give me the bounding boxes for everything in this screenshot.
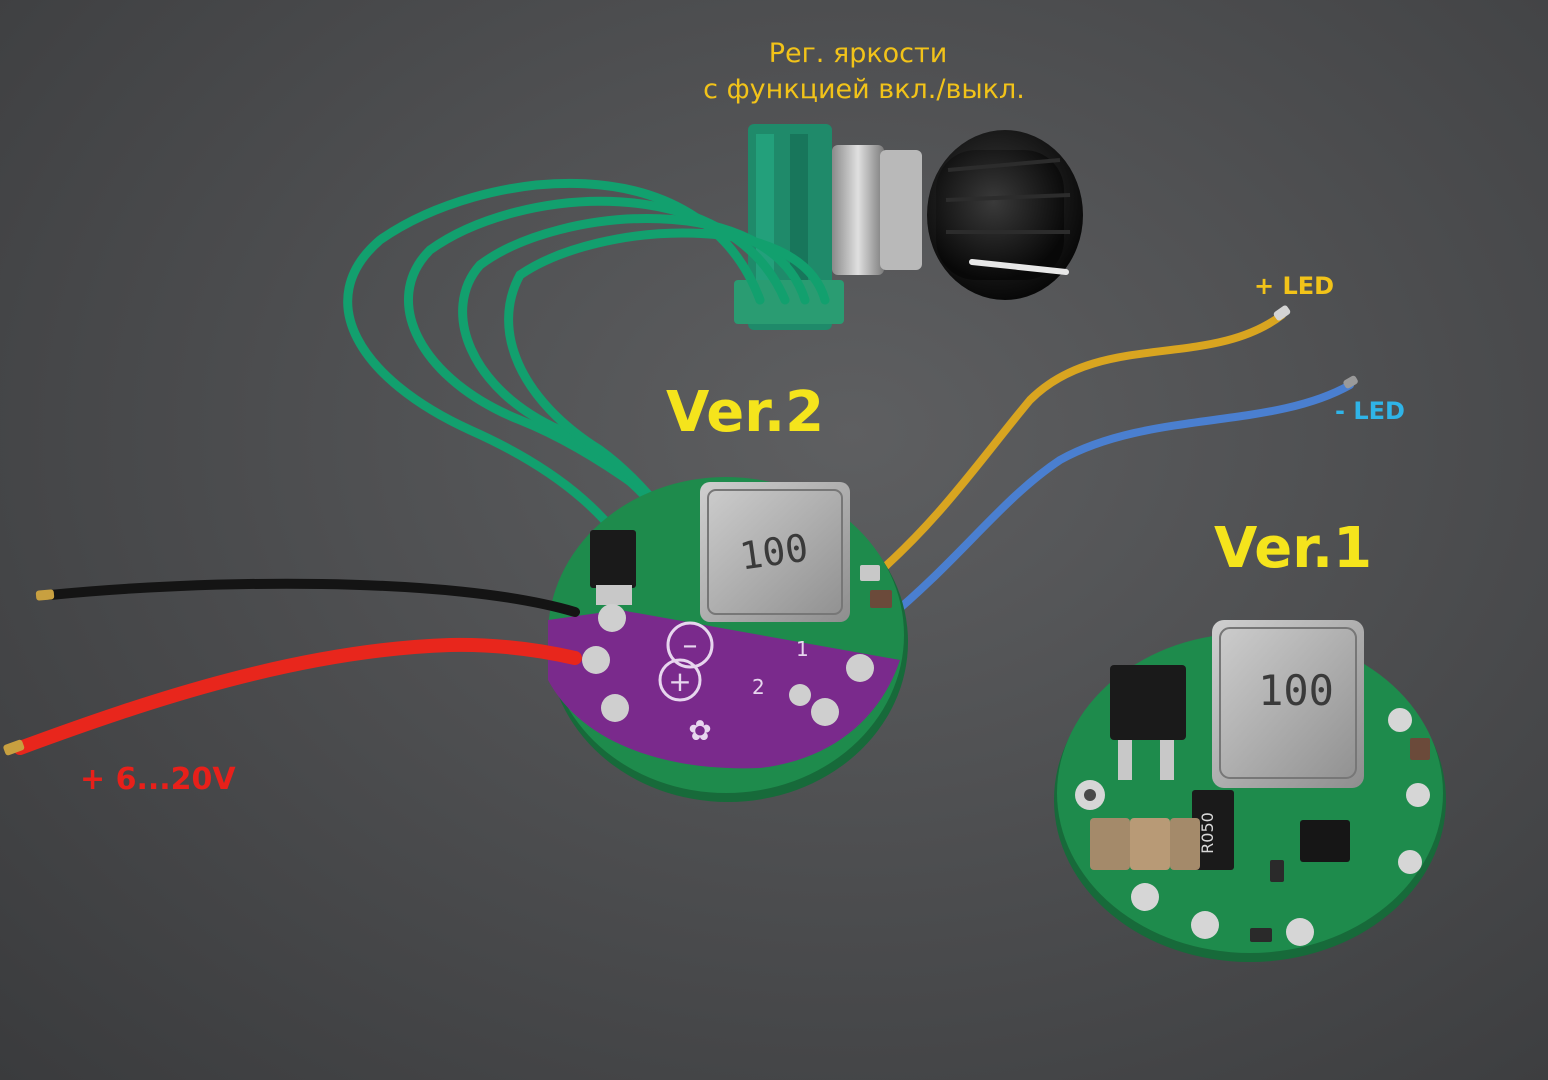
board-ver1: 100 R050 — [1054, 620, 1446, 962]
inductor-ver1 — [1212, 620, 1364, 788]
regulator-caption-line2: с функцией вкл./выкл. — [703, 74, 1025, 105]
resistor-ver1-marking: R050 — [1198, 812, 1217, 854]
resistor-ver1 — [1192, 790, 1234, 870]
purple-pcb — [548, 610, 900, 769]
mosfet-ver2 — [590, 530, 636, 588]
inductor-ver1-marking: 100 — [1258, 666, 1334, 715]
minus-led-label: - LED — [1335, 397, 1405, 425]
svg-text:–: – — [683, 628, 698, 663]
knob-indicator — [969, 259, 1069, 275]
black-power-wire — [45, 578, 580, 617]
svg-text:1: 1 — [796, 637, 809, 661]
plus-led-label: + LED — [1254, 272, 1335, 300]
blue-led-wire — [876, 381, 1354, 629]
regulator-caption-line1: Рег. яркости — [768, 38, 948, 69]
ver2-label: Ver.2 — [666, 380, 825, 445]
power-voltage-label: + 6...20V — [80, 762, 236, 797]
potentiometer-nut — [880, 150, 922, 270]
mosfet-ver1 — [1110, 665, 1186, 740]
red-power-wire — [13, 637, 582, 755]
svg-text:✿: ✿ — [688, 714, 711, 747]
potentiometer-bushing — [832, 145, 884, 275]
inductor-ver2-marking: 100 — [737, 526, 811, 579]
svg-text:+: + — [668, 665, 691, 698]
board-ver2: – + 100 1 2 ✿ — [548, 477, 908, 802]
ver1-label: Ver.1 — [1214, 516, 1373, 581]
yellow-led-wire — [866, 311, 1286, 584]
blue-wire-tip — [1343, 375, 1358, 389]
svg-text:2: 2 — [752, 675, 765, 699]
inductor-ver2 — [700, 482, 850, 622]
yellow-wire-tip — [1273, 305, 1291, 321]
